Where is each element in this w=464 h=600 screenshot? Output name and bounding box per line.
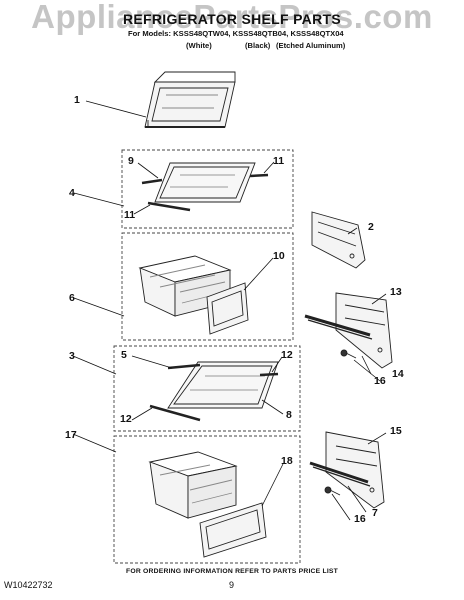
callout-11-b: 11 <box>124 209 136 221</box>
callout-9: 9 <box>128 155 134 167</box>
callout-18: 18 <box>281 455 293 467</box>
callout-11-a: 11 <box>273 155 285 167</box>
callout-16-a: 16 <box>374 375 386 387</box>
part-18-front <box>199 502 267 558</box>
models-line: For Models: KSSS48QTW04, KSSS48QTB04, KS… <box>128 29 344 38</box>
part-1-shelf <box>144 71 236 128</box>
leader-lines <box>72 100 387 521</box>
variant-black: (Black) <box>245 41 271 50</box>
variant-etched: (Etched Aluminum) <box>276 41 346 50</box>
part-4-glass-shelf <box>141 162 269 212</box>
part-7-rail <box>309 461 371 487</box>
ordering-note: FOR ORDERING INFORMATION REFER TO PARTS … <box>125 568 339 575</box>
callout-2: 2 <box>368 221 374 233</box>
callout-3: 3 <box>69 350 75 362</box>
part-17-drawer <box>148 451 238 519</box>
callout-10: 10 <box>273 250 285 262</box>
part-13-bracket <box>335 292 393 369</box>
callout-5: 5 <box>121 349 127 361</box>
callout-8: 8 <box>286 409 292 421</box>
callout-12-a: 12 <box>281 349 293 361</box>
callout-1: 1 <box>74 94 80 106</box>
group-box-crisper-6 <box>121 232 294 341</box>
group-box-shelf-3 <box>113 345 301 432</box>
group-boxes <box>113 149 301 564</box>
document-id: W10422732 <box>4 580 53 590</box>
callout-16-b: 16 <box>354 513 366 525</box>
part-15-bracket <box>325 431 385 509</box>
part-16-screw-b <box>324 486 341 496</box>
callout-4: 4 <box>69 187 75 199</box>
callout-13: 13 <box>390 286 402 298</box>
callout-6: 6 <box>69 292 75 304</box>
callout-12-b: 12 <box>120 413 132 425</box>
callout-17: 17 <box>65 429 77 441</box>
part-10-cover <box>206 282 249 335</box>
part-3-glass-shelf <box>149 361 279 422</box>
callout-14: 14 <box>392 368 404 380</box>
callout-7: 7 <box>372 507 378 519</box>
part-14-rail <box>304 314 373 340</box>
part-16-screw-a <box>340 349 357 359</box>
page-number: 9 <box>229 580 235 590</box>
group-box-drawer-17 <box>113 435 301 564</box>
page-title: REFRIGERATOR SHELF PARTS <box>123 11 341 27</box>
group-box-shelf-4 <box>121 149 294 229</box>
variant-white: (White) <box>186 41 212 50</box>
callout-15: 15 <box>390 425 402 437</box>
watermark: AppliancePartsPros.com <box>31 0 433 35</box>
part-2-bracket <box>311 211 366 269</box>
